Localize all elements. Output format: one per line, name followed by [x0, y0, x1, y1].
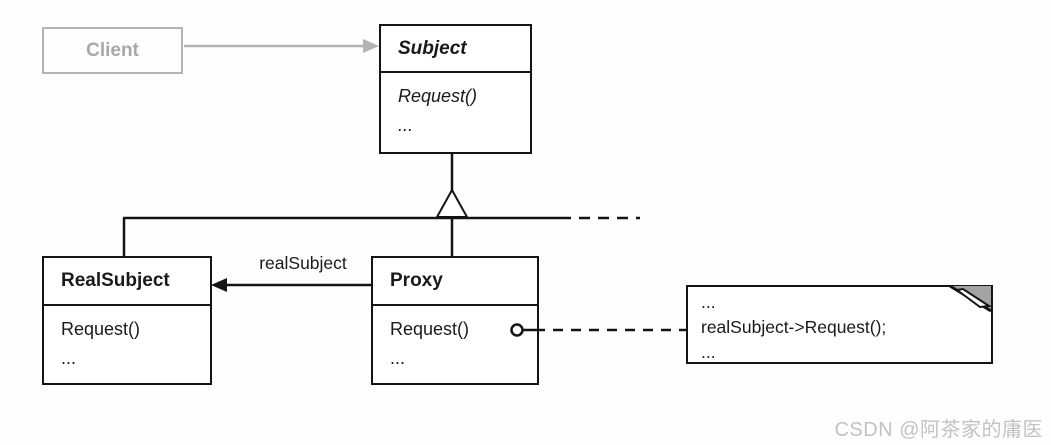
realsubject-methods: Request() ...: [44, 306, 210, 373]
arrowhead-left-icon: [211, 278, 227, 292]
arrowhead-right-icon: [363, 39, 379, 53]
client-subject-association: [184, 39, 379, 53]
subject-methods: Request() ...: [381, 73, 530, 140]
client-class-box: Client: [42, 27, 183, 74]
proxy-class-box: Proxy Request() ...: [371, 256, 539, 385]
realsubject-method-ellipsis: ...: [61, 348, 77, 368]
note-line-code: realSubject->Request();: [701, 317, 887, 337]
realsubject-method-request: Request(): [61, 319, 141, 339]
code-note-box: ... realSubject->Request(); ...: [686, 285, 993, 364]
csdn-watermark: CSDN @阿茶家的庸医: [834, 419, 1043, 441]
realsubject-class-box: RealSubject Request() ...: [42, 256, 212, 385]
client-class-title: Client: [86, 39, 139, 61]
inheritance-triangle-icon: [435, 187, 469, 218]
note-line-ellipsis-bottom: ...: [701, 342, 716, 362]
subject-class-title: Subject: [381, 26, 530, 73]
note-line-ellipsis-top: ...: [701, 292, 716, 312]
proxy-class-title: Proxy: [373, 258, 537, 306]
proxy-realsubject-arrow: [211, 278, 371, 292]
proxy-method-request: Request(): [390, 319, 470, 339]
realsubject-class-title: RealSubject: [44, 258, 210, 306]
proxy-methods: Request() ...: [373, 306, 537, 373]
proxy-method-ellipsis: ...: [390, 348, 406, 368]
subject-method-ellipsis: ...: [398, 115, 414, 135]
subject-class-box: Subject Request() ...: [379, 24, 532, 154]
realsubject-association-label: realSubject: [259, 253, 347, 273]
subject-method-request: Request(): [398, 86, 478, 106]
